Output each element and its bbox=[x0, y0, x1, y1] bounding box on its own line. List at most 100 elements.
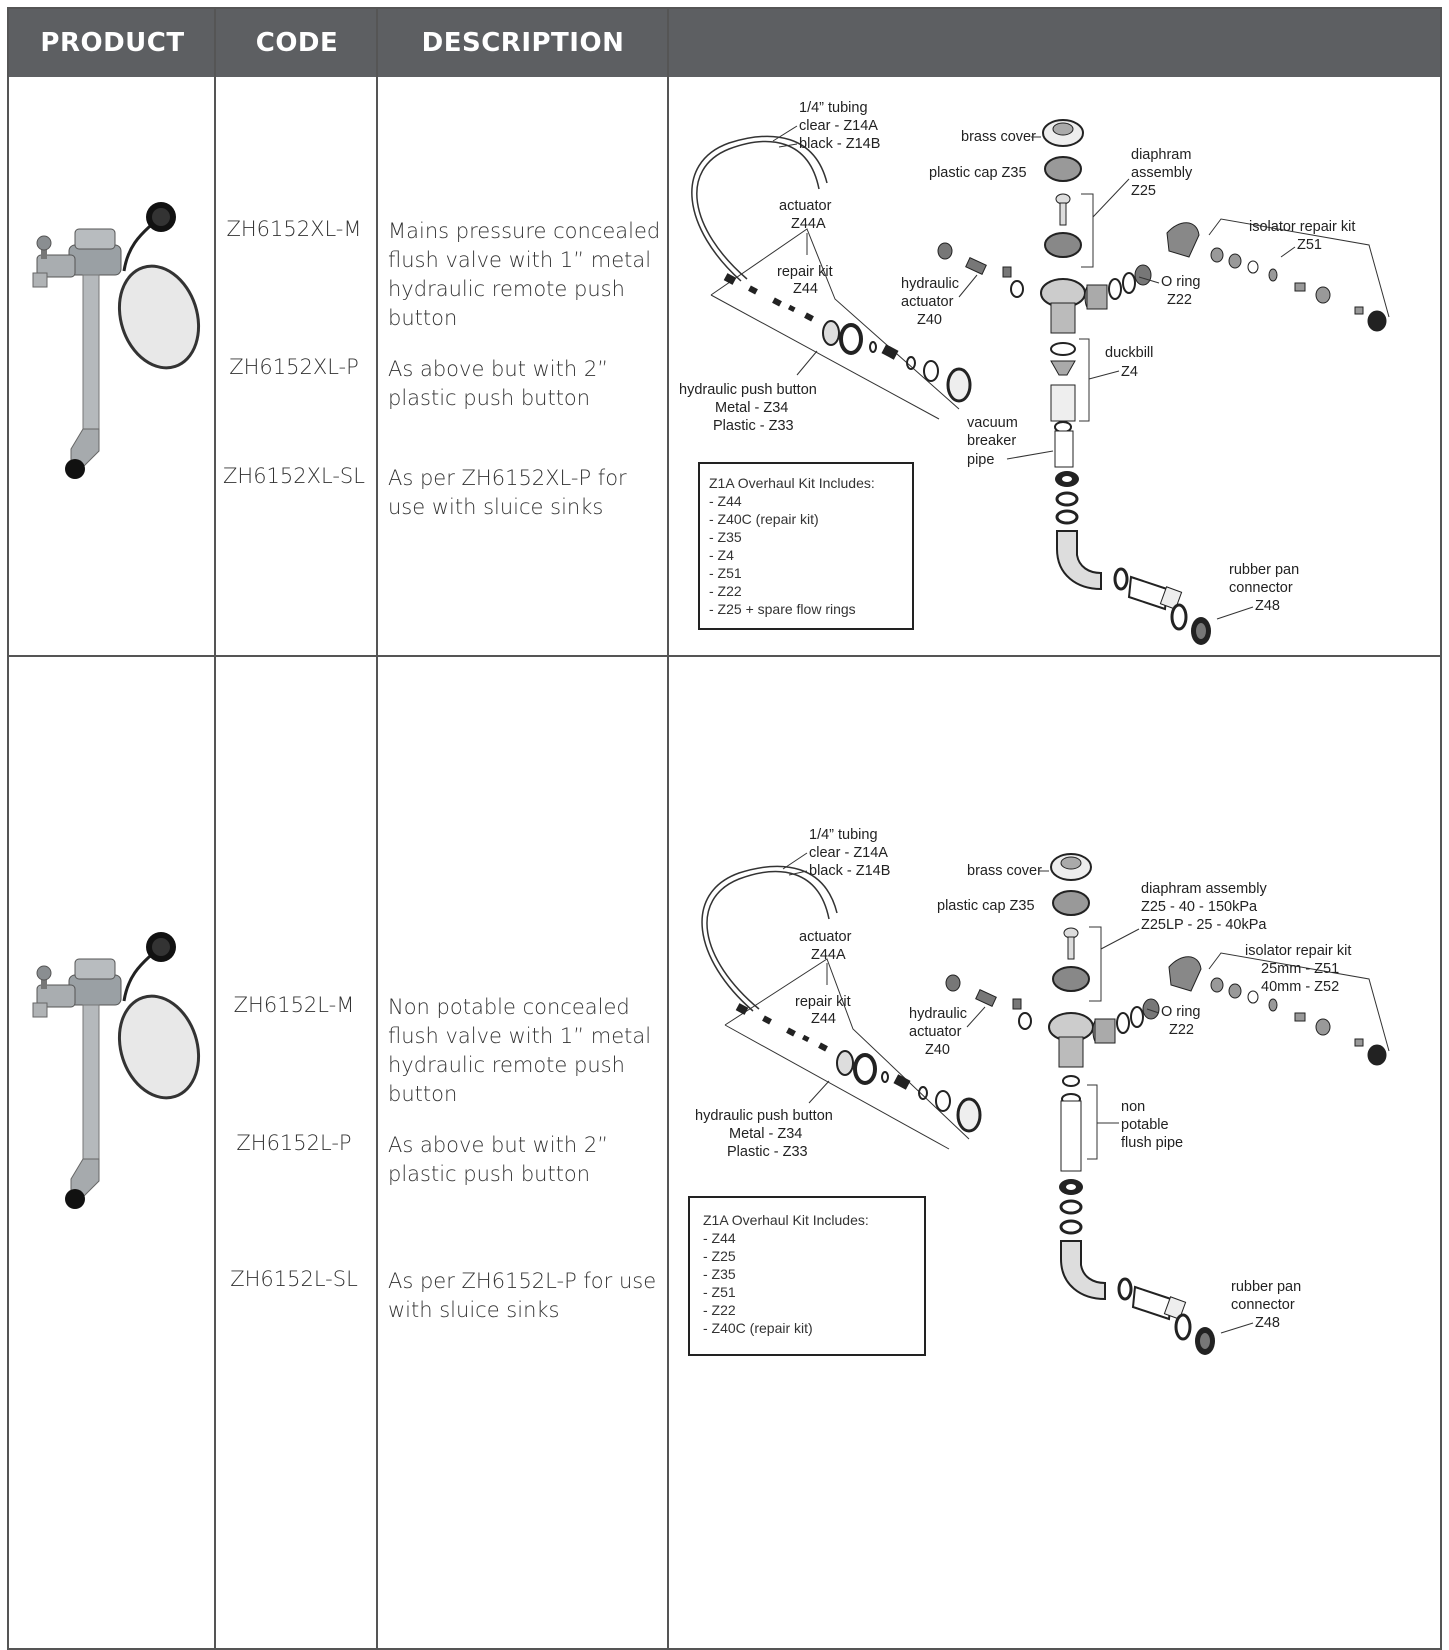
actuator-label: Z44A bbox=[811, 947, 846, 963]
brass-cover-label: brass cover bbox=[961, 129, 1036, 145]
rubber-pan-label: connector bbox=[1231, 1297, 1295, 1313]
header-code: CODE bbox=[255, 28, 339, 58]
rubber-pan-label: rubber pan bbox=[1231, 1279, 1301, 1295]
duckbill-label: duckbill bbox=[1105, 345, 1153, 361]
pipe-label: breaker bbox=[967, 433, 1016, 449]
tubing-label: clear - Z14A bbox=[799, 118, 878, 134]
col-divider bbox=[214, 9, 216, 1648]
repair-kit-label: repair kit bbox=[777, 264, 833, 280]
product-sheet: PRODUCT CODE DESCRIPTION bbox=[7, 7, 1442, 1650]
push-button-label: Plastic - Z33 bbox=[727, 1144, 808, 1160]
rubber-pan-label: Z48 bbox=[1255, 598, 1280, 614]
tubing-label: clear - Z14A bbox=[809, 845, 888, 861]
product-description: As above but with 2” plastic push button bbox=[388, 357, 609, 410]
tubing-label: black - Z14B bbox=[809, 863, 890, 879]
product-description: As per ZH6152XL-P for use with sluice si… bbox=[388, 466, 627, 519]
repair-kit-label: repair kit bbox=[795, 994, 851, 1010]
flush-valve-image bbox=[32, 202, 201, 479]
product-description: Non potable concealed flush valve with 1… bbox=[388, 995, 652, 1106]
tubing-label: black - Z14B bbox=[799, 136, 880, 152]
brass-cover-label: brass cover bbox=[967, 863, 1042, 879]
col-divider bbox=[667, 9, 669, 1648]
col-divider bbox=[376, 9, 378, 1648]
diaphram-label: Z25 bbox=[1131, 183, 1156, 199]
pipe-label: potable bbox=[1121, 1117, 1169, 1133]
exploded-parts-diagram: 1/4” tubing clear - Z14A black - Z14B ac… bbox=[679, 100, 1390, 645]
kit-item: - Z40C (repair kit) bbox=[703, 1320, 813, 1336]
kit-title: Z1A Overhaul Kit Includes: bbox=[709, 475, 875, 491]
o-ring-label: Z22 bbox=[1169, 1022, 1194, 1038]
kit-item: - Z40C (repair kit) bbox=[709, 511, 819, 527]
product-description: As above but with 2” plastic push button bbox=[388, 1133, 609, 1186]
exploded-parts-diagram: 1/4” tubing clear - Z14A black - Z14B ac… bbox=[688, 827, 1390, 1356]
o-ring-label: Z22 bbox=[1167, 292, 1192, 308]
rubber-pan-label: rubber pan bbox=[1229, 562, 1299, 578]
push-button-label: hydraulic push button bbox=[695, 1108, 833, 1124]
product-table: PRODUCT CODE DESCRIPTION bbox=[7, 7, 1442, 1650]
rubber-pan-label: Z48 bbox=[1255, 1315, 1280, 1331]
diaphram-label: assembly bbox=[1131, 165, 1193, 181]
push-button-label: hydraulic push button bbox=[679, 382, 817, 398]
diaphram-label: diaphram assembly bbox=[1141, 881, 1267, 897]
pipe-label: flush pipe bbox=[1121, 1135, 1183, 1151]
product-code: ZH6152XL-P bbox=[229, 355, 359, 379]
isolator-label: 40mm - Z52 bbox=[1261, 979, 1339, 995]
actuator-label: actuator bbox=[779, 198, 832, 214]
actuator-label: actuator bbox=[799, 929, 852, 945]
overhaul-kit-box bbox=[698, 462, 914, 630]
pipe-label: pipe bbox=[967, 452, 994, 468]
kit-item: - Z44 bbox=[709, 493, 742, 509]
tubing-label: 1/4” tubing bbox=[809, 827, 878, 843]
actuator-label: Z44A bbox=[791, 216, 826, 232]
isolator-label: isolator repair kit bbox=[1249, 219, 1355, 235]
kit-item: - Z51 bbox=[709, 565, 742, 581]
product-code: ZH6152XL-SL bbox=[223, 464, 365, 488]
product-description: As per ZH6152L-P for use with sluice sin… bbox=[388, 1269, 657, 1322]
o-ring-label: O ring bbox=[1161, 274, 1201, 290]
diaphram-label: Z25 - 40 - 150kPa bbox=[1141, 899, 1258, 915]
kit-item: - Z22 bbox=[703, 1302, 736, 1318]
hydraulic-actuator-label: actuator bbox=[901, 294, 954, 310]
plastic-cap-label: plastic cap Z35 bbox=[929, 165, 1027, 181]
table-header: PRODUCT CODE DESCRIPTION bbox=[9, 9, 1440, 77]
pipe-label: non bbox=[1121, 1099, 1145, 1115]
product-code: ZH6152L-SL bbox=[230, 1267, 358, 1291]
isolator-label: isolator repair kit bbox=[1245, 943, 1351, 959]
diaphram-label: diaphram bbox=[1131, 147, 1191, 163]
o-ring-label: O ring bbox=[1161, 1004, 1201, 1020]
kit-item: - Z51 bbox=[703, 1284, 736, 1300]
product-description: Mains pressure concealed flush valve wit… bbox=[388, 219, 661, 330]
repair-kit-label: Z44 bbox=[793, 281, 818, 297]
push-button-label: Metal - Z34 bbox=[729, 1126, 802, 1142]
flush-valve-image bbox=[32, 932, 201, 1209]
pipe-label: vacuum bbox=[967, 415, 1018, 431]
hydraulic-actuator-label: hydraulic bbox=[909, 1006, 967, 1022]
tubing-label: 1/4” tubing bbox=[799, 100, 868, 116]
kit-item: - Z25 + spare flow rings bbox=[709, 601, 856, 617]
push-button-label: Plastic - Z33 bbox=[713, 418, 794, 434]
kit-item: - Z35 bbox=[709, 529, 742, 545]
product-code: ZH6152XL-M bbox=[226, 217, 362, 241]
product-code: ZH6152L-P bbox=[236, 1131, 352, 1155]
diaphram-label: Z25LP - 25 - 40kPa bbox=[1141, 917, 1267, 933]
hydraulic-actuator-label: actuator bbox=[909, 1024, 962, 1040]
push-button-label: Metal - Z34 bbox=[715, 400, 788, 416]
product-code: ZH6152L-M bbox=[233, 993, 355, 1017]
kit-item: - Z35 bbox=[703, 1266, 736, 1282]
kit-item: - Z25 bbox=[703, 1248, 736, 1264]
header-product: PRODUCT bbox=[40, 28, 185, 58]
hydraulic-actuator-label: hydraulic bbox=[901, 276, 959, 292]
isolator-label: 25mm - Z51 bbox=[1261, 961, 1339, 977]
overhaul-kit-box bbox=[688, 1196, 926, 1356]
hydraulic-actuator-label: Z40 bbox=[925, 1042, 950, 1058]
plastic-cap-label: plastic cap Z35 bbox=[937, 898, 1035, 914]
repair-kit-label: Z44 bbox=[811, 1011, 836, 1027]
kit-item: - Z4 bbox=[709, 547, 734, 563]
rubber-pan-label: connector bbox=[1229, 580, 1293, 596]
kit-title: Z1A Overhaul Kit Includes: bbox=[703, 1212, 869, 1228]
header-description: DESCRIPTION bbox=[421, 28, 625, 58]
kit-item: - Z44 bbox=[703, 1230, 736, 1246]
hydraulic-actuator-label: Z40 bbox=[917, 312, 942, 328]
row-divider bbox=[9, 655, 1440, 657]
isolator-label: Z51 bbox=[1297, 237, 1322, 253]
